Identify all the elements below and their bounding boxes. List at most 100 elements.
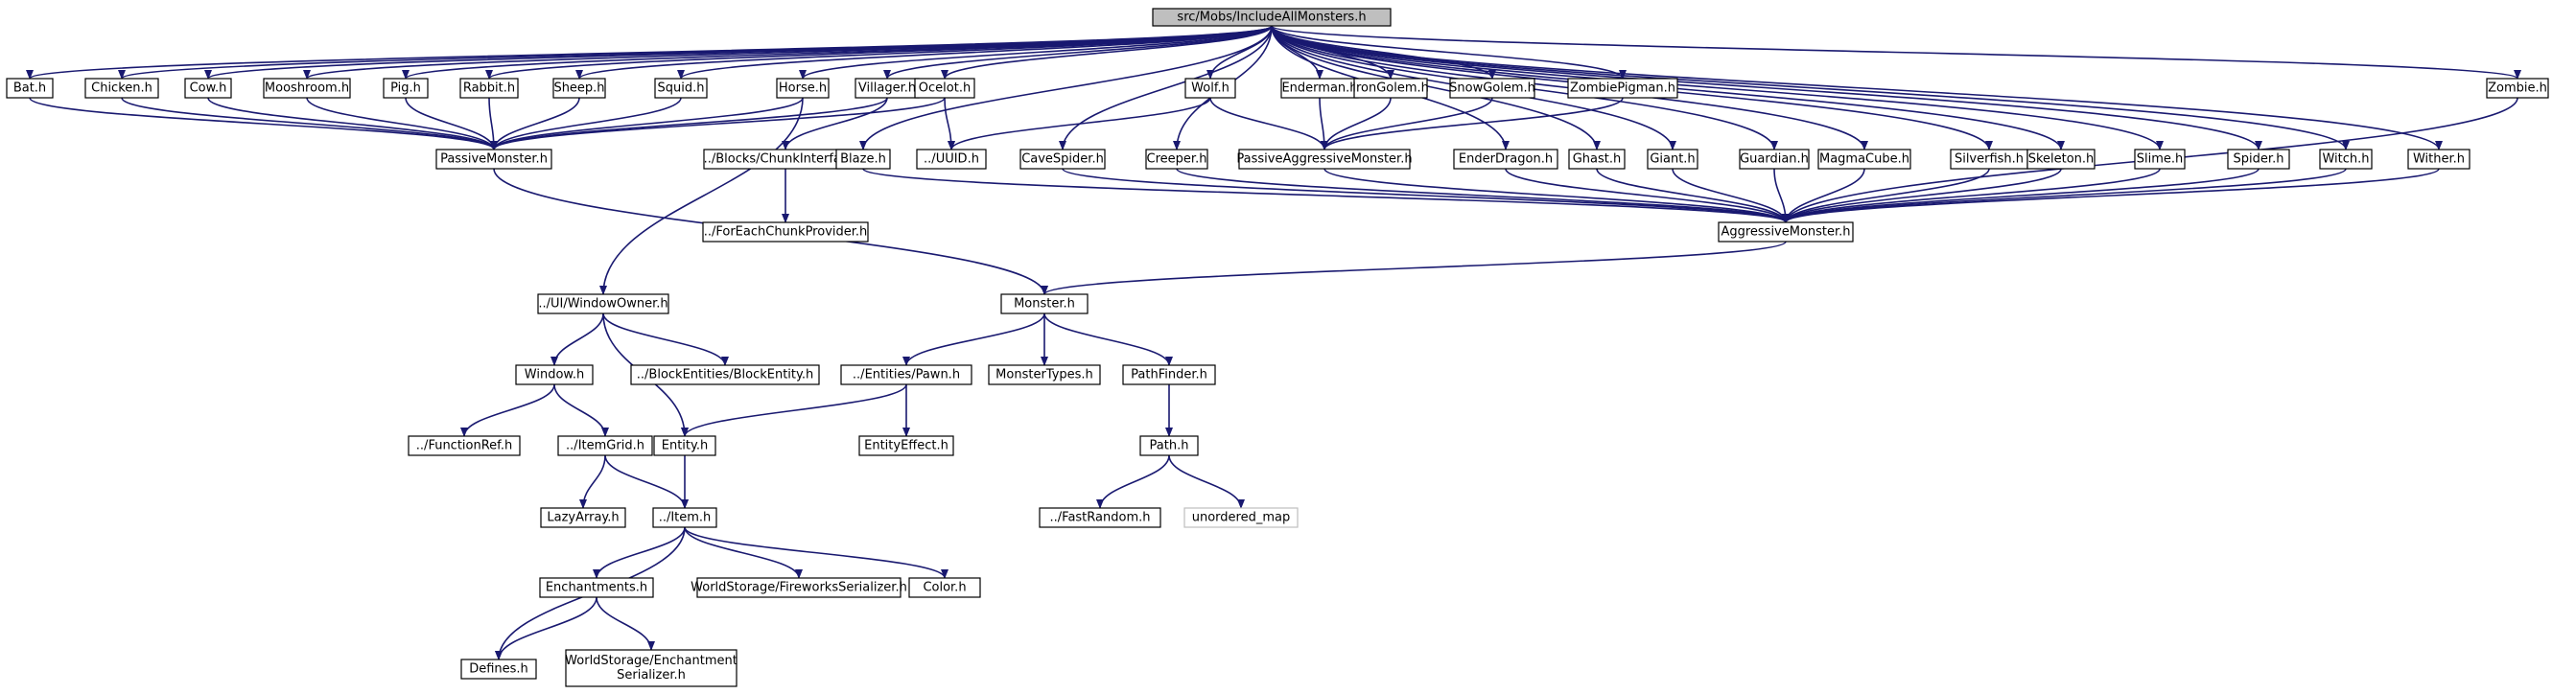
node-color[interactable]: Color.h: [908, 577, 981, 598]
node-functionref[interactable]: ../FunctionRef.h: [408, 435, 521, 456]
node-chunkinterface[interactable]: ../Blocks/ChunkInterface.h: [703, 149, 868, 170]
node-box-wither: [2407, 149, 2471, 170]
edge-passiveaggr-to-aggressive: [1323, 168, 1790, 223]
node-box-unorderedmap: [1183, 507, 1299, 528]
node-cow[interactable]: Cow.h: [184, 78, 232, 99]
node-chicken[interactable]: Chicken.h: [84, 78, 159, 99]
node-box-defines: [460, 659, 537, 680]
node-passive[interactable]: PassiveMonster.h: [435, 149, 552, 170]
node-irongolem[interactable]: IronGolem.h: [1352, 78, 1429, 99]
node-uuid[interactable]: ../UUID.h: [916, 149, 987, 170]
edge-mooshroom-to-passive: [306, 97, 498, 150]
edge-cow-to-passive: [207, 97, 498, 150]
node-villager[interactable]: Villager.h: [855, 78, 920, 99]
node-box-path: [1139, 435, 1199, 456]
node-slime[interactable]: Slime.h: [2134, 149, 2186, 170]
node-box-rabbit: [459, 78, 519, 99]
node-sheep[interactable]: Sheep.h: [552, 78, 606, 99]
node-path[interactable]: Path.h: [1139, 435, 1199, 456]
node-label-windowowner: ../UI/WindowOwner.h: [538, 297, 667, 312]
node-unorderedmap[interactable]: unordered_map: [1183, 507, 1299, 528]
node-zombiepigman[interactable]: ZombiePigman.h: [1567, 78, 1678, 99]
node-snowgolem[interactable]: SnowGolem.h: [1449, 78, 1535, 99]
node-windowowner[interactable]: ../UI/WindowOwner.h: [537, 293, 669, 314]
edge-windowowner-to-blockentity: [602, 312, 729, 366]
node-horse[interactable]: Horse.h: [776, 78, 830, 99]
edge-enchantments-to-enchserializer: [596, 596, 655, 651]
node-itemgrid[interactable]: ../ItemGrid.h: [557, 435, 653, 456]
node-label-ghast: Ghast.h: [1573, 152, 1622, 167]
node-window[interactable]: Window.h: [515, 364, 594, 385]
node-fireworks[interactable]: WorldStorage/FireworksSerializer.h: [691, 577, 907, 598]
node-label-blockentity: ../BlockEntities/BlockEntity.h: [637, 368, 813, 382]
node-blockentity[interactable]: ../BlockEntities/BlockEntity.h: [630, 364, 820, 385]
edge-villager-to-chunkinterface: [782, 97, 888, 150]
node-wolf[interactable]: Wolf.h: [1184, 78, 1236, 99]
node-label-zombie: Zombie.h: [2488, 81, 2547, 96]
node-guardian[interactable]: Guardian.h: [1739, 149, 1810, 170]
node-aggressive[interactable]: AggressiveMonster.h: [1718, 221, 1854, 243]
node-ghast[interactable]: Ghast.h: [1568, 149, 1626, 170]
node-pathfinder[interactable]: PathFinder.h: [1122, 364, 1216, 385]
node-monster[interactable]: Monster.h: [1000, 293, 1089, 314]
edge-horse-to-windowowner: [599, 97, 804, 295]
node-witch[interactable]: Witch.h: [2319, 149, 2373, 170]
node-label-rabbit: Rabbit.h: [463, 81, 515, 96]
node-label-passive: PassiveMonster.h: [440, 152, 548, 167]
node-lazyarray[interactable]: LazyArray.h: [540, 507, 626, 528]
node-cavespider[interactable]: CaveSpider.h: [1019, 149, 1106, 170]
node-label-monstertypes: MonsterTypes.h: [995, 368, 1093, 382]
node-magmacube[interactable]: MagmaCube.h: [1817, 149, 1911, 170]
node-label-pawn: ../Entities/Pawn.h: [853, 368, 960, 382]
node-root[interactable]: src/Mobs/IncludeAllMonsters.h: [1152, 8, 1392, 27]
node-blaze[interactable]: Blaze.h: [835, 149, 891, 170]
node-enderdragon[interactable]: EnderDragon.h: [1453, 149, 1558, 170]
node-enchantments[interactable]: Enchantments.h: [539, 577, 654, 598]
node-spider[interactable]: Spider.h: [2227, 149, 2290, 170]
node-box-foreachchunk: [702, 221, 869, 243]
node-skeleton[interactable]: Skeleton.h: [2026, 149, 2096, 170]
node-silverfish[interactable]: Silverfish.h: [1950, 149, 2028, 170]
node-mooshroom[interactable]: Mooshroom.h: [263, 78, 351, 99]
node-rabbit[interactable]: Rabbit.h: [459, 78, 519, 99]
node-enderman[interactable]: Enderman.h: [1280, 78, 1359, 99]
node-box-pathfinder: [1122, 364, 1216, 385]
node-zombie[interactable]: Zombie.h: [2486, 78, 2549, 99]
node-entityeffect[interactable]: EntityEffect.h: [858, 435, 954, 456]
node-label-enchserializer: WorldStorage/Enchantment: [565, 654, 738, 668]
edge-slime-to-aggressive: [1782, 168, 2161, 223]
node-box-fireworks: [696, 577, 902, 598]
node-entity[interactable]: Entity.h: [653, 435, 716, 456]
node-creeper[interactable]: Creeper.h: [1145, 149, 1208, 170]
node-ocelot[interactable]: Ocelot.h: [914, 78, 975, 99]
node-label-witch: Witch.h: [2322, 152, 2369, 167]
node-pig[interactable]: Pig.h: [383, 78, 429, 99]
node-passiveaggr[interactable]: PassiveAggressiveMonster.h: [1236, 149, 1413, 170]
node-giant[interactable]: Giant.h: [1647, 149, 1698, 170]
node-bat[interactable]: Bat.h: [6, 78, 54, 99]
node-box-fastrandom: [1039, 507, 1161, 528]
node-item[interactable]: ../Item.h: [652, 507, 717, 528]
edge-window-to-functionref: [460, 383, 555, 437]
node-defines[interactable]: Defines.h: [460, 659, 537, 680]
edge-aggressive-to-monster: [1041, 241, 1787, 295]
node-box-sheep: [552, 78, 606, 99]
node-label-spider: Spider.h: [2234, 152, 2284, 167]
node-label-snowgolem: SnowGolem.h: [1449, 81, 1535, 96]
node-monstertypes[interactable]: MonsterTypes.h: [988, 364, 1101, 385]
node-label-magmacube: MagmaCube.h: [1819, 152, 1909, 167]
edge-root-to-spider: [1271, 25, 2262, 150]
node-foreachchunk[interactable]: ../ForEachChunkProvider.h: [702, 221, 869, 243]
node-box-horse: [776, 78, 830, 99]
node-squid[interactable]: Squid.h: [654, 78, 708, 99]
node-pawn[interactable]: ../Entities/Pawn.h: [840, 364, 972, 385]
edge-enchantments-to-defines: [495, 596, 597, 660]
node-label-enchantments: Enchantments.h: [546, 581, 647, 595]
node-label-blaze: Blaze.h: [840, 152, 886, 167]
node-wither[interactable]: Wither.h: [2407, 149, 2471, 170]
node-fastrandom[interactable]: ../FastRandom.h: [1039, 507, 1161, 528]
edge-root-to-horse: [799, 25, 1273, 80]
